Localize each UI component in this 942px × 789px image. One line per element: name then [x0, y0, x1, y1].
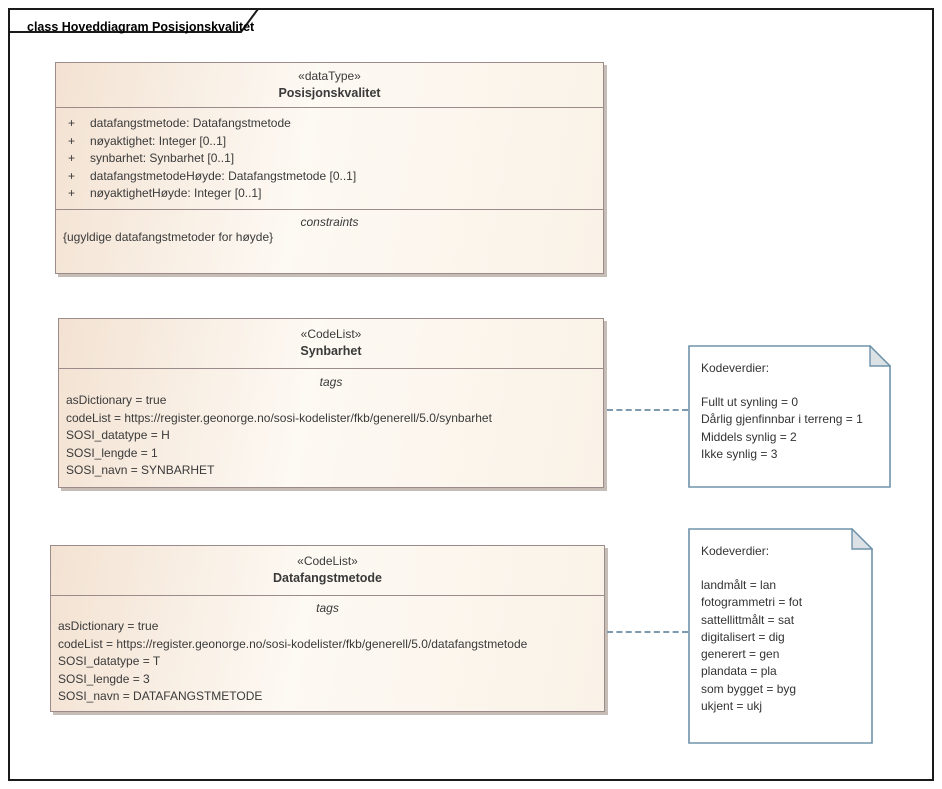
attributes-compartment: + datafangstmetode: Datafangstmetode + n…	[56, 108, 603, 209]
tags-label: tags	[316, 601, 339, 615]
tag-line: codeList = https://register.geonorge.no/…	[58, 636, 528, 651]
note-kodeverdier-synbarhet[interactable]: Kodeverdier: Fullt ut synling = 0 Dårlig…	[688, 345, 891, 488]
class-header: «CodeList» Datafangstmetode	[51, 546, 604, 596]
attribute-visibility: +	[68, 168, 76, 183]
diagram-title: class Hoveddiagram Posisjonskvalitet	[27, 20, 255, 34]
note-body: Kodeverdier: Fullt ut synling = 0 Dårlig…	[688, 345, 891, 463]
note-line: digitalisert = dig	[701, 629, 785, 644]
attribute-text: datafangstmetode: Datafangstmetode	[90, 116, 291, 130]
class-stereotype: «CodeList»	[297, 554, 358, 568]
attribute-text: nøyaktighetHøyde: Integer [0..1]	[90, 186, 262, 200]
note-line: generert = gen	[701, 647, 780, 662]
note-line: Dårlig gjenfinnbar i terreng = 1	[701, 412, 863, 427]
class-box-datafangstmetode[interactable]: «CodeList» Datafangstmetode tags asDicti…	[50, 545, 605, 712]
note-connector-synbarhet	[607, 409, 688, 411]
constraints-compartment: constraints {ugyldige datafangstmetoder …	[56, 209, 603, 247]
attribute-row: + nøyaktighet: Integer [0..1]	[56, 133, 603, 151]
note-line: plandata = pla	[701, 664, 777, 679]
tag-line: SOSI_navn = DATAFANGSTMETODE	[58, 689, 263, 703]
attribute-visibility: +	[68, 186, 76, 200]
class-box-synbarhet[interactable]: «CodeList» Synbarhet tags asDictionary =…	[58, 318, 604, 488]
note-line: Fullt ut synling = 0	[701, 395, 799, 409]
note-fold-icon	[851, 528, 873, 550]
tag-line: SOSI_lengde = 3	[58, 671, 150, 686]
constraint-text: {ugyldige datafangstmetoder for høyde}	[63, 230, 274, 244]
note-line: som bygget = byg	[701, 681, 797, 696]
note-line: landmålt = lan	[701, 578, 777, 592]
class-stereotype: «dataType»	[298, 69, 361, 83]
class-name: Datafangstmetode	[272, 571, 383, 585]
attribute-row: + synbarhet: Synbarhet [0..1]	[56, 150, 603, 168]
note-title: Kodeverdier:	[701, 361, 770, 375]
tag-line: SOSI_navn = SYNBARHET	[66, 463, 215, 477]
attribute-row: + nøyaktighetHøyde: Integer [0..1]	[56, 185, 603, 203]
attribute-visibility: +	[68, 116, 76, 130]
attribute-text: synbarhet: Synbarhet [0..1]	[90, 151, 235, 165]
note-line: fotogrammetri = fot	[701, 595, 803, 610]
attribute-row: + datafangstmetode: Datafangstmetode	[56, 115, 603, 133]
diagram-frame-tab: class Hoveddiagram Posisjonskvalitet	[8, 8, 260, 34]
class-box-posisjonskvalitet[interactable]: «dataType» Posisjonskvalitet + datafangs…	[55, 62, 604, 274]
tag-line: SOSI_lengde = 1	[66, 445, 158, 460]
class-header: «CodeList» Synbarhet	[59, 319, 603, 369]
class-name: Posisjonskvalitet	[278, 86, 381, 100]
frame-tab-shape	[8, 8, 260, 33]
note-line: Middels synlig = 2	[701, 429, 797, 444]
note-line: Ikke synlig = 3	[701, 446, 778, 461]
tag-line: asDictionary = true	[58, 619, 159, 633]
tag-line: SOSI_datatype = H	[66, 428, 170, 442]
class-header: «dataType» Posisjonskvalitet	[56, 63, 603, 108]
tag-line: SOSI_datatype = T	[58, 654, 161, 668]
note-body: Kodeverdier: landmålt = lan fotogrammetr…	[688, 528, 873, 715]
diagram-frame	[8, 8, 934, 781]
note-kodeverdier-datafangstmetode[interactable]: Kodeverdier: landmålt = lan fotogrammetr…	[688, 528, 873, 744]
tags-label: tags	[319, 375, 343, 389]
constraints-label: constraints	[300, 215, 359, 229]
attribute-visibility: +	[68, 151, 76, 165]
class-stereotype: «CodeList»	[300, 327, 362, 341]
note-line: sattellittmålt = sat	[701, 612, 795, 627]
attribute-visibility: +	[68, 133, 76, 148]
note-shape	[688, 528, 873, 744]
note-connector-datafangstmetode	[607, 631, 688, 633]
attribute-text: datafangstmetodeHøyde: Datafangstmetode …	[90, 168, 357, 183]
note-fold-icon	[869, 345, 891, 367]
tag-line: asDictionary = true	[66, 393, 167, 407]
attribute-text: nøyaktighet: Integer [0..1]	[90, 133, 227, 148]
tags-compartment: tags asDictionary = true codeList = http…	[51, 596, 604, 706]
note-title: Kodeverdier:	[701, 544, 770, 558]
note-line: ukjent = ukj	[701, 699, 763, 714]
attribute-row: + datafangstmetodeHøyde: Datafangstmetod…	[56, 168, 603, 186]
class-name: Synbarhet	[300, 344, 362, 358]
note-shape	[688, 345, 891, 488]
tag-line: codeList = https://register.geonorge.no/…	[66, 410, 492, 425]
tags-compartment: tags asDictionary = true codeList = http…	[59, 369, 603, 480]
